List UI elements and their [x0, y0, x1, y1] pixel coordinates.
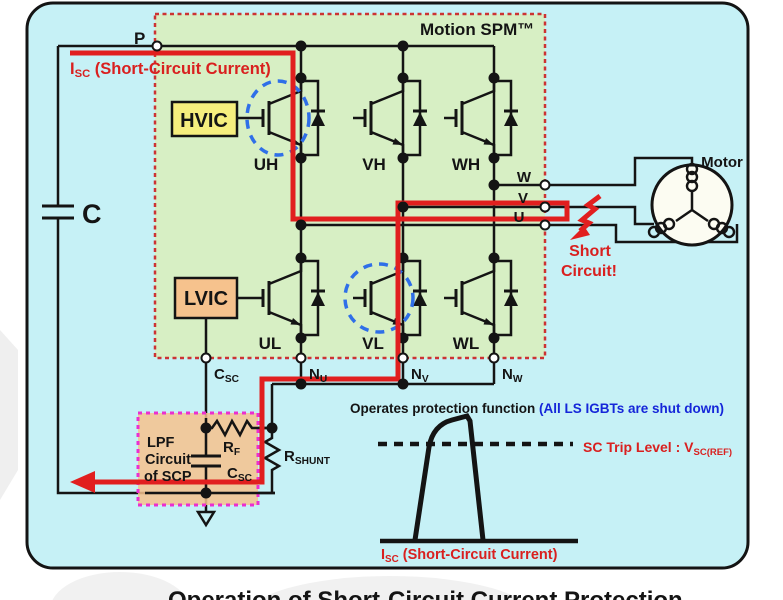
igbt-vl-label: VL	[362, 334, 384, 353]
rf-resistor-top	[206, 418, 272, 438]
hvic-label: HVIC	[180, 110, 228, 132]
highlight-circle-vl	[343, 262, 415, 334]
igbt-vh-label: VH	[362, 155, 386, 174]
terminal-nw-label: NW	[502, 366, 523, 385]
short-circuit-label-2: Circuit!	[561, 263, 617, 280]
igbt-ul-label: UL	[259, 334, 282, 353]
terminal-csc	[200, 352, 212, 364]
terminal-u-label: U	[514, 209, 525, 226]
terminal-v	[539, 201, 551, 213]
rshunt-label: RSHUNT	[284, 448, 331, 467]
module-title: Motion SPM™	[420, 20, 534, 39]
rf-label: RF	[223, 439, 240, 458]
lightning-icon	[570, 194, 602, 240]
lvic-label: LVIC	[184, 288, 228, 310]
terminal-v-label: V	[518, 190, 528, 207]
lpf-label-2: Circuit	[145, 452, 191, 468]
terminal-p-label: P	[134, 29, 145, 48]
terminal-nv	[397, 352, 409, 364]
current-pulse-waveform	[412, 413, 486, 541]
terminal-csc-label: CSC	[214, 366, 240, 385]
shunt-resistor	[262, 428, 282, 493]
lvic-box	[173, 276, 239, 320]
igbt-uh-label: UH	[254, 155, 279, 174]
terminal-nw	[488, 352, 500, 364]
module-terminals	[151, 40, 551, 364]
short-circuit-label-1: Short	[569, 243, 611, 260]
graph-axis-label: ISC (Short-Circuit Current)	[381, 547, 558, 565]
isc-top-label: ISC (Short-Circuit Current)	[70, 60, 271, 80]
motor-symbol	[647, 162, 736, 247]
trip-level-label: SC Trip Level : VSC(REF)	[583, 439, 732, 458]
lpf-scp-box	[136, 411, 260, 507]
terminal-p	[151, 40, 163, 52]
terminal-w-label: W	[517, 169, 532, 186]
current-arrowhead-icon	[70, 471, 95, 493]
lpf-label-1: LPF	[147, 435, 175, 451]
background-watermark	[0, 330, 521, 600]
motor-label: Motor	[701, 154, 743, 171]
junction-dots	[200, 40, 500, 499]
graph-caption: Operates protection function (All LS IGB…	[350, 401, 724, 416]
igbt-wh-label: WH	[452, 155, 480, 174]
dc-link-capacitor	[42, 204, 74, 220]
short-circuit-current-path	[70, 50, 570, 493]
hvic-box	[170, 100, 239, 138]
page-title: Operation of Short-Circuit Current Prote…	[168, 587, 683, 600]
terminal-w	[539, 179, 551, 191]
motor-coils	[647, 162, 736, 239]
highlight-circle-uh	[245, 79, 311, 157]
terminal-nu-label: NU	[309, 366, 327, 385]
ground-icon	[195, 510, 217, 528]
lpf-label-3: of SCP	[144, 469, 192, 485]
igbt-wl-label: WL	[453, 334, 479, 353]
capacitor-label: C	[82, 199, 102, 229]
protection-waveform-graph	[378, 413, 578, 544]
terminal-u	[539, 219, 551, 231]
terminal-nv-label: NV	[411, 366, 429, 385]
lpf-csc-label: CSC	[227, 465, 253, 484]
terminal-nu	[295, 352, 307, 364]
